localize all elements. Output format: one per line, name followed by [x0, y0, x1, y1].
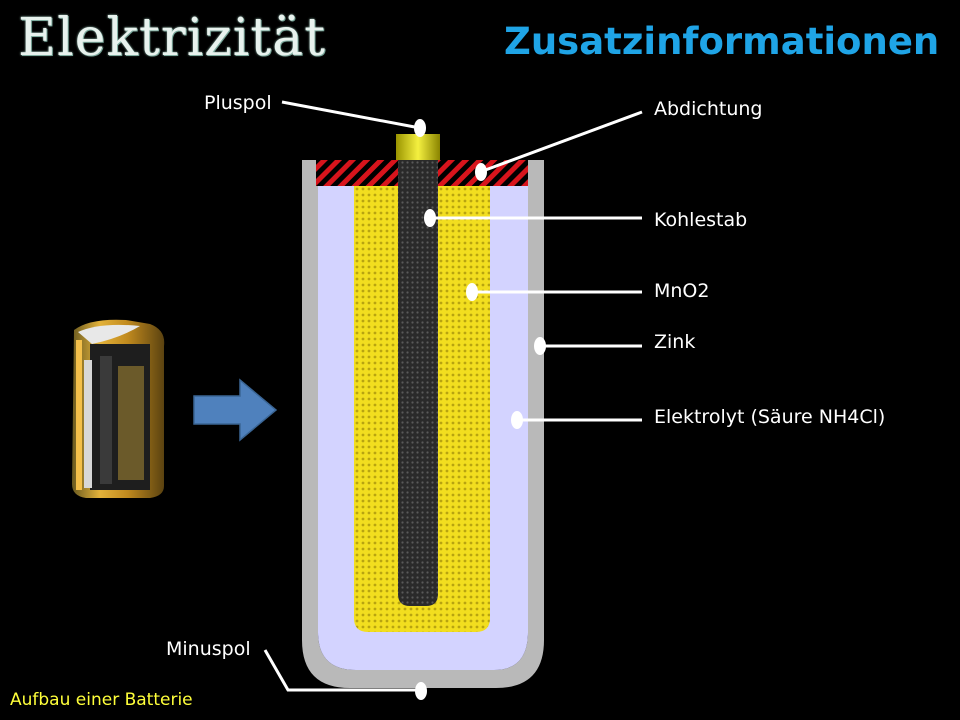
- label-minuspol: Minuspol: [166, 638, 251, 660]
- label-pluspol: Pluspol: [204, 92, 272, 114]
- label-zink: Zink: [654, 331, 696, 353]
- pointer-lines: [263, 100, 643, 692]
- page-title: Elektrizität: [18, 8, 327, 68]
- pointer-dots: [414, 119, 546, 700]
- page-subtitle: Zusatzinformationen: [504, 20, 940, 63]
- carbon-rod: [398, 160, 438, 606]
- caption: Aufbau einer Batterie: [10, 690, 193, 710]
- label-mno2: MnO2: [654, 280, 710, 302]
- right-arrow-icon: [193, 378, 278, 442]
- plus-terminal: [396, 134, 440, 160]
- label-abdichtung: Abdichtung: [654, 98, 763, 120]
- label-elektrolyt: Elektrolyt (Säure NH4Cl): [654, 406, 886, 428]
- label-kohlestab: Kohlestab: [654, 209, 748, 231]
- battery-cutaway-image: [72, 319, 165, 498]
